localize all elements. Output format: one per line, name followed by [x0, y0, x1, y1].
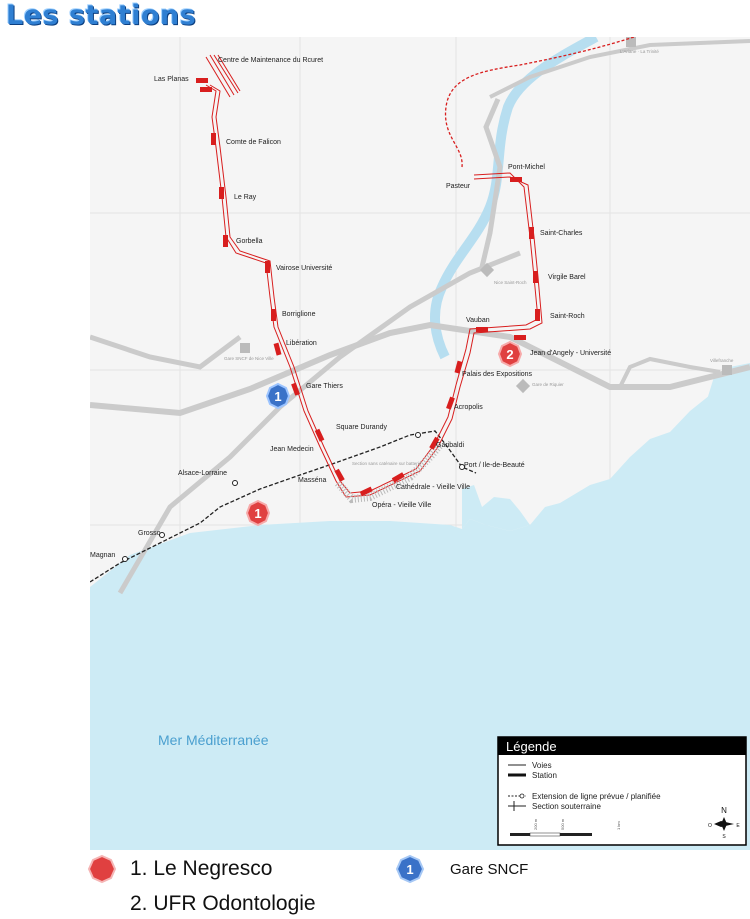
map-legend: Légende Voies Station Extension de ligne… [497, 736, 747, 846]
station-label: Libération [286, 340, 317, 347]
station-label: Saint-Roch [550, 313, 585, 320]
gare-sncf-building [240, 343, 250, 353]
legend-ufr-label: 2. UFR Odontologie [130, 892, 316, 915]
red-octagon-icon [87, 854, 117, 884]
station-label: Vairose Université [276, 265, 332, 272]
station-label: Square Durandy [336, 424, 387, 431]
station-label: Vauban [466, 317, 490, 324]
station-label: Jean Medecin [270, 446, 314, 453]
ariane-station [626, 37, 636, 47]
marker-gare-sncf[interactable]: 1 [265, 382, 291, 410]
marker-number: 2 [506, 347, 513, 362]
line-2-extension [89, 430, 477, 583]
battery-section [334, 442, 444, 504]
riquier-station [515, 378, 531, 394]
station-label: Borriglione [282, 311, 316, 318]
villefranche-station [722, 365, 732, 375]
sea-area [90, 377, 750, 850]
marker-negresco[interactable]: 1 [245, 499, 271, 527]
scale-label: 500 m [560, 818, 565, 830]
compass-s: S [722, 834, 726, 840]
station-label: Grosso [138, 530, 161, 537]
station-label: Garibaldi [436, 442, 464, 449]
legend-souterraine: Section souterraine [532, 802, 601, 811]
station-label: Pasteur [446, 183, 471, 190]
legend-sncf-label: Gare SNCF [450, 860, 529, 878]
station-label: Port / Ile-de-Beauté [464, 462, 525, 469]
station-label: Pont-Michel [508, 164, 545, 171]
station-markers [196, 78, 540, 497]
blue-octagon-icon: 1 [395, 854, 425, 884]
minor-label: Villefranche [710, 358, 734, 363]
legend-negresco-label: 1. Le Negresco [130, 857, 273, 880]
marker-number: 1 [254, 506, 261, 521]
port-basin [462, 485, 530, 531]
legend-item-sncf: 1 Gare SNCF [394, 853, 528, 885]
marker-legend: 1. Le Negresco 2. UFR Odontologie 1 Gare… [0, 850, 750, 919]
sea-label: Mer Méditerranée [158, 732, 269, 748]
map-canvas[interactable]: Centre de Maintenance du Rcuret Las Plan… [89, 32, 750, 850]
minor-label: Section sans caténaire sur batterie [352, 461, 422, 466]
station-label: Opéra - Vieille Ville [372, 502, 431, 509]
station-label: Centre de Maintenance du Rcuret [218, 57, 323, 64]
station-label: Le Ray [234, 194, 257, 201]
icon-number: 1 [406, 862, 413, 877]
extension-pastre [444, 36, 635, 168]
station-label: Jean d'Angely - Université [530, 350, 611, 357]
minor-label: Nice Saint-Roch [494, 280, 527, 285]
legend-voies: Voies [532, 761, 552, 770]
compass-icon: N O E S [708, 806, 740, 840]
minor-label: Gare SNCF de Nice Ville [224, 356, 274, 361]
station-label: Masséna [298, 477, 327, 484]
roads [89, 39, 750, 595]
marker-ufr-odontologie[interactable]: 2 [497, 340, 523, 368]
legend-title: Légende [506, 739, 557, 754]
depot-tracks [205, 54, 241, 98]
legend-item-ufr: 2. UFR Odontologie [130, 892, 316, 916]
legend-station: Station [532, 771, 557, 780]
station-label: Gorbella [236, 238, 263, 245]
station-label: Palais des Expositions [462, 371, 533, 378]
station-label: Comte de Falicon [226, 139, 281, 146]
villefranche-bay [706, 363, 750, 457]
scale-label: 200 m [533, 818, 538, 830]
station-label: Saint-Charles [540, 230, 583, 237]
station-label: Las Planas [154, 76, 189, 83]
compass-e: E [736, 823, 740, 829]
station-label: Alsace-Lorraine [178, 470, 227, 477]
planned-stations [122, 432, 465, 562]
legend-item-negresco: 1. Le Negresco [86, 853, 272, 885]
station-label: Magnan [90, 552, 115, 559]
marker-number: 1 [274, 389, 281, 404]
station-label: Gare Thiers [306, 383, 343, 390]
scale-label: 1 km [616, 821, 621, 830]
minor-label: L'Ariane · La Trinité [620, 49, 659, 54]
station-label: Cathédrale - Vieille Ville [396, 484, 470, 491]
compass-n: N [721, 806, 727, 815]
station-label: Acropolis [454, 404, 483, 411]
minor-label: Gare de Riquier [532, 382, 564, 387]
legend-extension: Extension de ligne prévue / planifiée [532, 792, 661, 801]
compass-o: O [708, 823, 712, 829]
page-title: Les stations [6, 0, 197, 31]
saint-roch-station [479, 262, 495, 278]
station-label: Virgile Barel [548, 274, 586, 281]
tram-map[interactable]: Centre de Maintenance du Rcuret Las Plan… [89, 32, 750, 850]
